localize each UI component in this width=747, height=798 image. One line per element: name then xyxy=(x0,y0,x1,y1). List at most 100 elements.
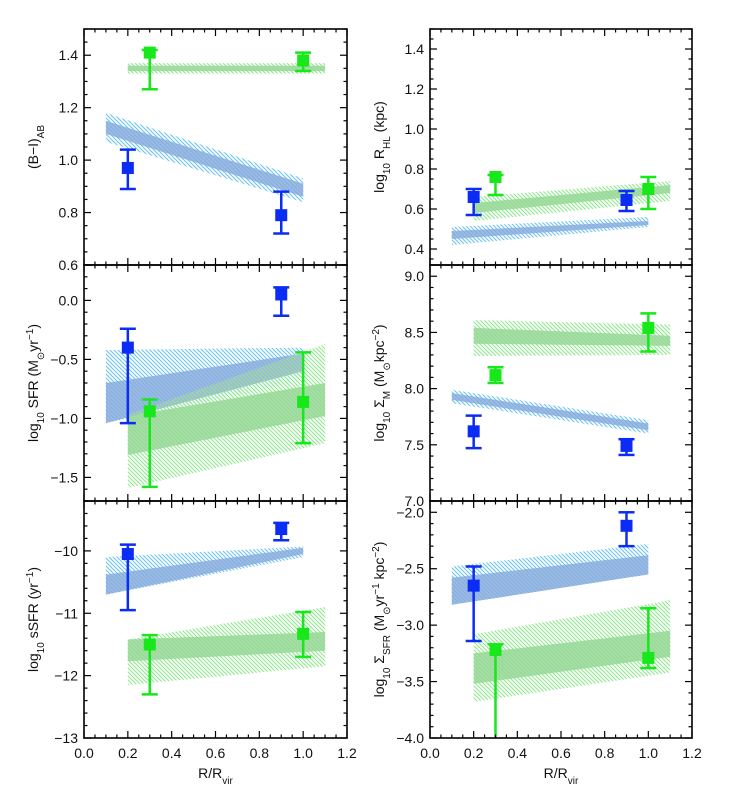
data-point xyxy=(489,369,502,382)
data-point xyxy=(143,46,156,59)
panel-1: 0.60.81.01.21.4(B−I)AB xyxy=(25,28,348,273)
x-axis-label-part: R/R xyxy=(544,765,568,781)
data-point xyxy=(467,191,480,203)
y-tick-label: 0.0 xyxy=(59,292,79,308)
x-axis-label-part: vir xyxy=(222,776,233,787)
x-tick-label: 0.0 xyxy=(420,745,440,761)
data-point xyxy=(275,209,288,222)
y-tick-label: 1.2 xyxy=(405,81,425,97)
y-axis-label-part: −1 xyxy=(25,328,36,340)
uncertainty-band-inner-hatch xyxy=(105,120,304,197)
x-tick-label: 0.2 xyxy=(118,745,138,761)
y-axis-label-part: (M xyxy=(371,371,387,391)
data-point xyxy=(121,341,134,354)
x-tick-label: 0.8 xyxy=(250,745,270,761)
y-tick-label: −1.0 xyxy=(50,410,78,426)
x-tick-label: 0.6 xyxy=(206,745,226,761)
y-axis-label-part: Σ xyxy=(371,399,387,412)
x-tick-label: 1.0 xyxy=(293,745,313,761)
y-axis-label: log10 sSFR (yr−1) xyxy=(25,567,47,672)
y-tick-label: −0.5 xyxy=(50,351,78,367)
data-point xyxy=(143,405,156,418)
plot-area xyxy=(451,511,671,738)
uncertainty-band-inner-hatch xyxy=(473,327,671,346)
y-axis-label-part: ) xyxy=(25,567,41,572)
y-tick-label: −12 xyxy=(54,668,78,684)
x-tick-label: 0.4 xyxy=(508,745,528,761)
uncertainty-band-inner-hatch xyxy=(451,555,649,605)
x-tick-label: 0.8 xyxy=(595,745,615,761)
y-axis-label-part: 10 xyxy=(36,412,47,424)
data-point xyxy=(642,321,655,334)
y-axis-label: log10 ΣSFR (M⊙yr−1 kpc−2) xyxy=(371,542,393,698)
data-point xyxy=(467,425,480,438)
data-point xyxy=(143,638,156,651)
y-axis-label: log10 RHL (kpc) xyxy=(371,101,393,193)
data-point xyxy=(275,523,288,536)
y-axis-label-part: log xyxy=(371,174,387,193)
y-axis-label-part: Σ xyxy=(371,655,387,668)
y-tick-label: 0.6 xyxy=(405,201,425,217)
y-tick-label: 7.5 xyxy=(405,437,425,453)
y-tick-label: −13 xyxy=(54,730,78,746)
data-point xyxy=(121,161,134,174)
y-tick-label: −10 xyxy=(54,543,78,559)
plot-area xyxy=(451,171,671,245)
y-axis-label-part: ) xyxy=(371,542,387,547)
y-axis-label-part: ) xyxy=(25,324,41,329)
data-point xyxy=(642,651,655,664)
x-tick-label: 1.2 xyxy=(682,745,702,761)
y-axis-label-part: sSFR (yr xyxy=(25,583,41,642)
y-tick-label: 8.5 xyxy=(405,324,425,340)
data-point xyxy=(642,183,655,195)
data-point xyxy=(620,439,633,452)
y-axis-label-part: ) xyxy=(371,324,387,329)
plot-area xyxy=(105,521,326,696)
y-tick-label: 8.0 xyxy=(405,381,425,397)
x-axis-label: R/Rvir xyxy=(198,765,233,787)
data-point xyxy=(297,627,310,640)
x-tick-label: 0.0 xyxy=(74,745,94,761)
y-tick-label: −2.5 xyxy=(396,561,424,577)
y-axis-label-part: −1 xyxy=(371,583,382,595)
y-tick-label: −2.0 xyxy=(396,504,424,520)
uncertainty-band-inner-hatch xyxy=(105,547,304,595)
y-tick-label: 1.4 xyxy=(59,47,79,63)
y-tick-label: −3.0 xyxy=(396,617,424,633)
y-axis-label-part: −2 xyxy=(371,329,382,341)
y-axis-label: (B−I)AB xyxy=(25,125,47,169)
y-axis-label-part: SFR xyxy=(382,635,393,655)
y-axis-label-part: ⊙ xyxy=(36,352,47,360)
data-point xyxy=(620,194,633,206)
x-tick-label: 1.0 xyxy=(639,745,659,761)
y-axis-label-part: SFR (M xyxy=(25,360,41,412)
y-axis-label-part: ⊙ xyxy=(382,362,393,370)
y-axis-label-part: 10 xyxy=(382,667,393,679)
y-axis-label-part: yr xyxy=(25,340,41,352)
y-axis-label-part: −1 xyxy=(25,571,36,583)
y-axis-label-part: −2 xyxy=(371,546,382,558)
y-axis-label-part: (M xyxy=(371,615,387,635)
y-axis-label-part: log xyxy=(25,653,41,672)
y-axis-label-part: 10 xyxy=(36,642,47,654)
data-point xyxy=(620,519,633,532)
y-axis-label-part: 10 xyxy=(382,163,393,175)
x-axis-label: R/Rvir xyxy=(544,765,579,787)
y-axis-label-part: yr xyxy=(371,594,387,606)
y-tick-label: −3.5 xyxy=(396,674,424,690)
y-axis-label-part: M xyxy=(382,391,393,399)
plot-area xyxy=(105,286,326,489)
y-axis-label-part: R xyxy=(371,149,387,163)
uncertainty-band-inner-hatch xyxy=(127,65,326,71)
y-axis-label-part: ⊙ xyxy=(382,606,393,614)
y-axis-label-part: (kpc) xyxy=(371,101,387,136)
y-axis-label: log10 ΣM (M⊙kpc−2) xyxy=(371,324,393,441)
uncertainty-band-inner-hatch xyxy=(473,630,671,684)
x-tick-label: 0.6 xyxy=(551,745,571,761)
y-tick-label: 1.0 xyxy=(59,152,79,168)
